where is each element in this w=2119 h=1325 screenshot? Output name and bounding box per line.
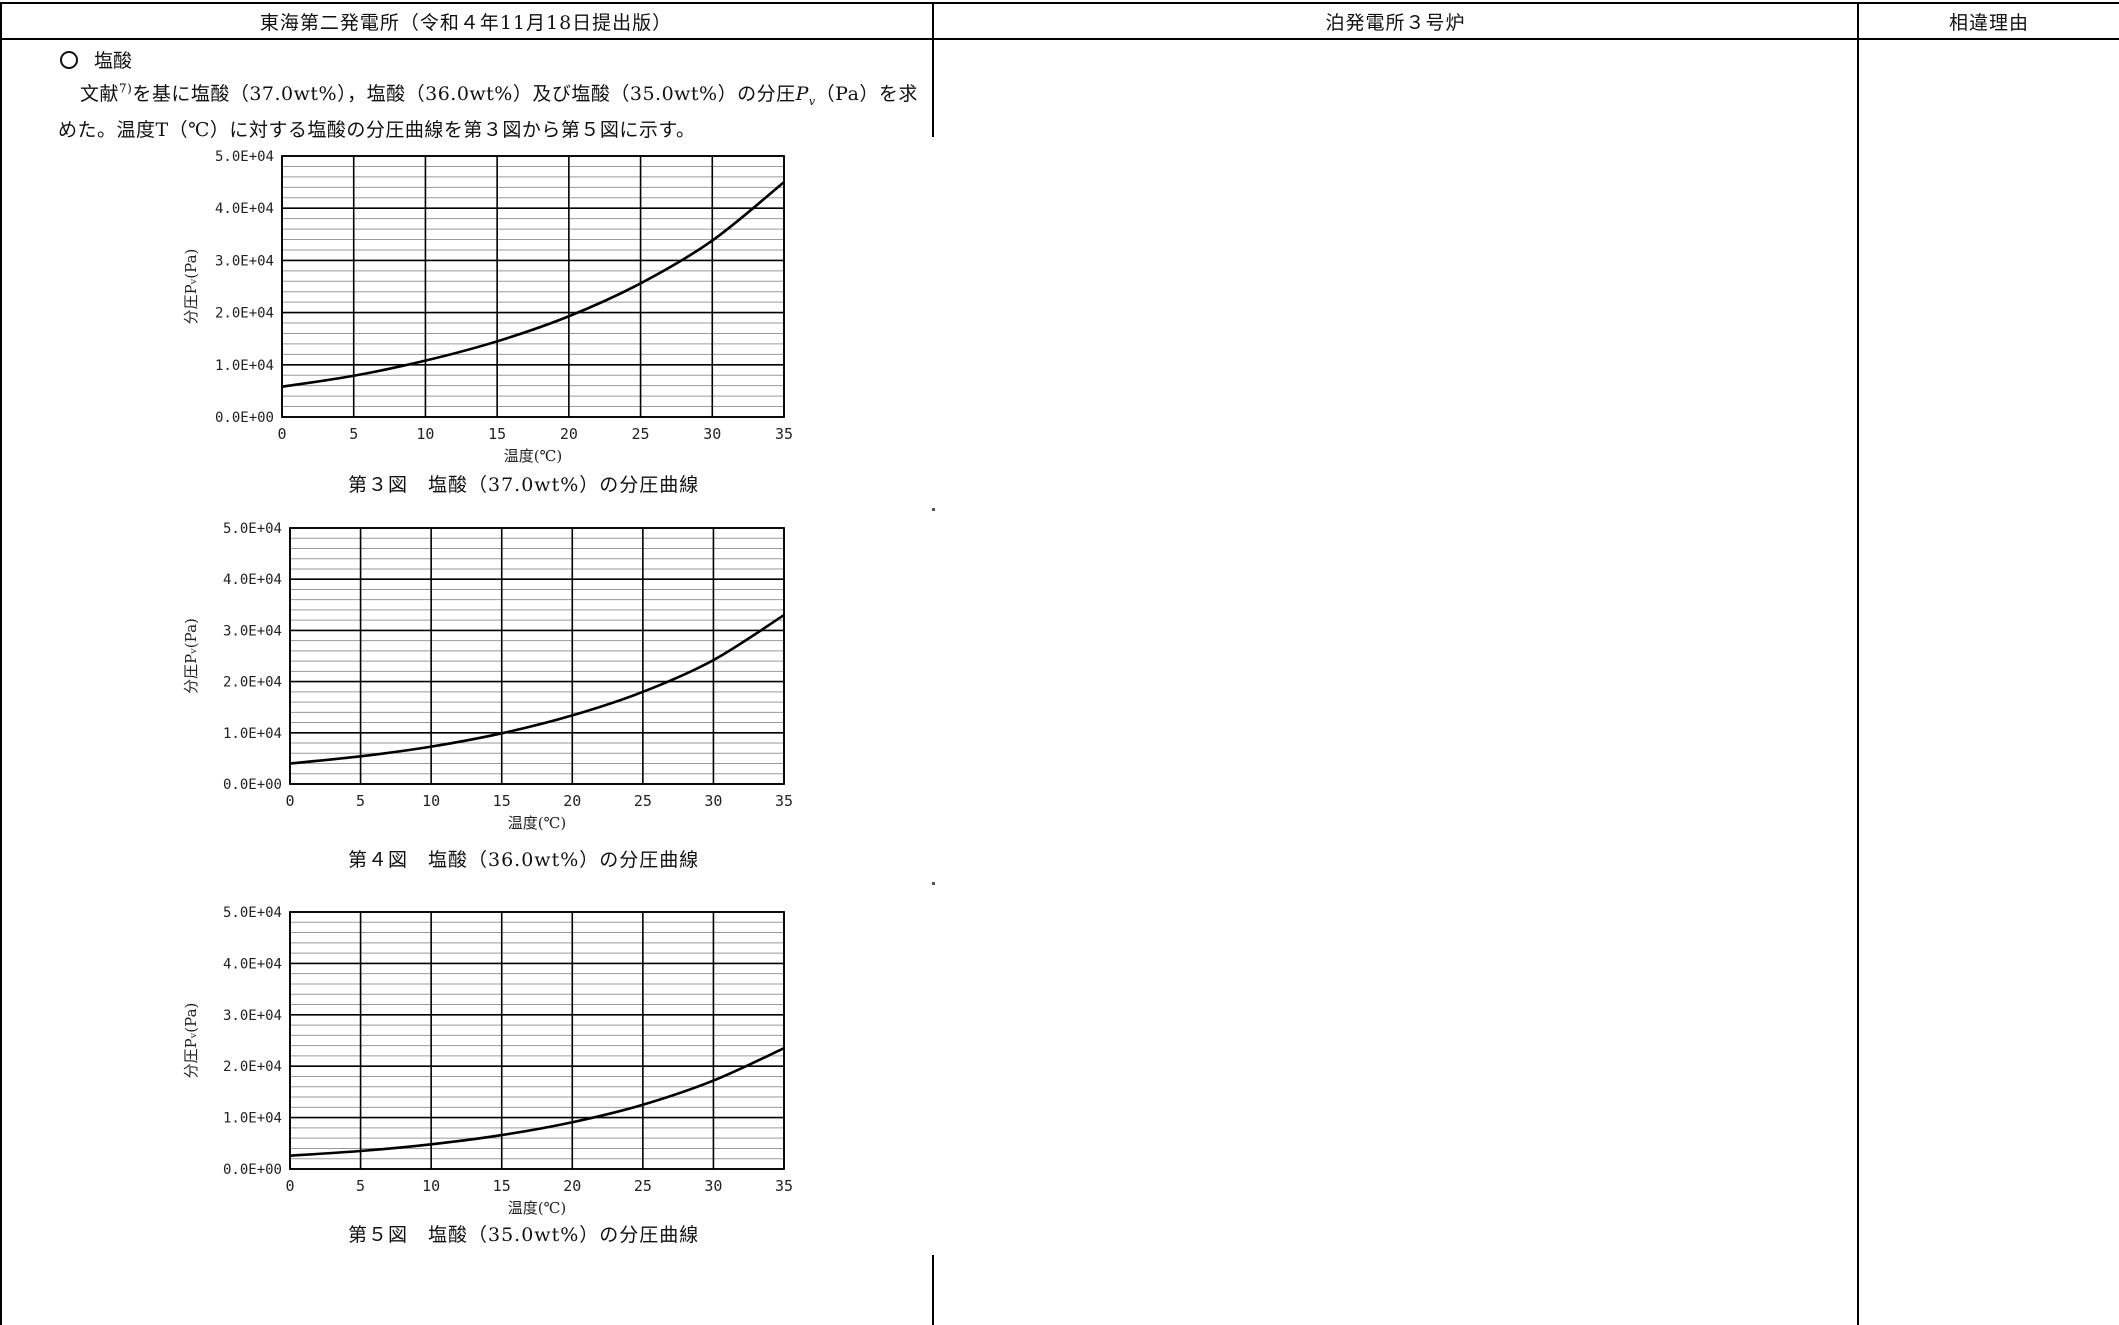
x-tick-label: 0 xyxy=(285,792,294,810)
table-left-border xyxy=(0,2,2,1325)
x-axis-label: 温度(℃) xyxy=(504,447,562,465)
figure-caption-5: 第５図 塩酸（35.0wt%）の分圧曲線 xyxy=(348,1224,700,1246)
section-heading-text: 塩酸 xyxy=(94,50,133,72)
section-heading: 塩酸 xyxy=(60,46,132,73)
x-tick-label: 10 xyxy=(416,425,434,443)
y-tick-label: 4.0E+04 xyxy=(215,201,274,217)
x-tick-label: 35 xyxy=(775,792,793,810)
x-tick-label: 5 xyxy=(349,425,358,443)
y-axis-label: 分圧Pᵥ(Pa) xyxy=(182,249,200,325)
y-tick-label: 2.0E+04 xyxy=(215,306,274,322)
x-axis-label: 温度(℃) xyxy=(508,814,566,832)
y-tick-label: 1.0E+04 xyxy=(223,1111,282,1127)
y-tick-label: 5.0E+04 xyxy=(223,521,282,537)
paragraph-text: 文献 xyxy=(80,83,120,105)
x-tick-label: 25 xyxy=(634,792,652,810)
y-tick-label: 0.0E+00 xyxy=(215,410,274,426)
series-line xyxy=(289,1047,785,1157)
x-tick-label: 0 xyxy=(285,1177,294,1195)
x-tick-label: 0 xyxy=(277,425,286,443)
series-line xyxy=(289,613,785,765)
y-tick-label: 1.0E+04 xyxy=(223,726,282,742)
column-divider-1 xyxy=(932,2,934,137)
x-tick-label: 5 xyxy=(356,1177,365,1195)
x-tick-label: 15 xyxy=(493,1177,511,1195)
circle-bullet-icon xyxy=(60,51,78,69)
column-divider-mark xyxy=(932,508,935,511)
y-tick-label: 5.0E+04 xyxy=(215,149,274,165)
partial-pressure-chart-35: 0.0E+00 1.0E+04 2.0E+04 3.0E+04 4.0E+04 5.0E+… xyxy=(182,905,793,1217)
paragraph-text: （Pa）を求 xyxy=(815,83,918,105)
y-tick-label: 0.0E+00 xyxy=(223,777,282,793)
header-bottom-border xyxy=(0,38,2119,40)
paragraph-text: を基に塩酸（37.0wt%），塩酸（36.0wt%）及び塩酸（35.0wt%）の… xyxy=(132,83,796,105)
header-cell-reason: 相違理由 xyxy=(1948,12,2029,34)
y-tick-label: 5.0E+04 xyxy=(223,905,282,921)
x-tick-label: 35 xyxy=(775,1177,793,1195)
x-tick-label: 30 xyxy=(704,1177,722,1195)
x-tick-label: 20 xyxy=(560,425,578,443)
y-axis-label: 分圧Pᵥ(Pa) xyxy=(182,618,200,694)
x-tick-label: 10 xyxy=(422,792,440,810)
column-divider-mark xyxy=(932,882,935,885)
x-axis-label: 温度(℃) xyxy=(508,1199,566,1217)
series-line xyxy=(281,181,785,389)
x-tick-label: 15 xyxy=(488,425,506,443)
x-tick-label: 30 xyxy=(703,425,721,443)
y-axis-label: 分圧Pᵥ(Pa) xyxy=(182,1003,200,1079)
x-tick-label: 5 xyxy=(356,792,365,810)
x-tick-label: 20 xyxy=(563,1177,581,1195)
variable-subscript: v xyxy=(808,94,816,108)
x-tick-label: 35 xyxy=(775,425,793,443)
x-tick-label: 25 xyxy=(632,425,650,443)
y-tick-label: 2.0E+04 xyxy=(223,1059,282,1075)
table-top-border xyxy=(0,2,2119,4)
paragraph-line-1: 文献7)を基に塩酸（37.0wt%），塩酸（36.0wt%）及び塩酸（35.0w… xyxy=(80,79,940,108)
y-tick-label: 4.0E+04 xyxy=(223,572,282,588)
y-tick-label: 0.0E+00 xyxy=(223,1162,282,1178)
column-divider-1-lower xyxy=(932,1255,934,1325)
partial-pressure-chart-36: 0.0E+00 1.0E+04 2.0E+04 3.0E+04 4.0E+04 5.0E+… xyxy=(182,521,793,832)
reference-superscript: 7) xyxy=(119,81,133,96)
x-tick-label: 30 xyxy=(704,792,722,810)
y-tick-label: 4.0E+04 xyxy=(223,956,282,972)
paragraph-line-2: めた。温度T（℃）に対する塩酸の分圧曲線を第３図から第５図に示す。 xyxy=(58,119,696,141)
x-tick-label: 15 xyxy=(493,792,511,810)
y-tick-label: 3.0E+04 xyxy=(223,1008,282,1024)
variable-symbol: P xyxy=(795,83,809,105)
x-tick-label: 20 xyxy=(563,792,581,810)
plot-area-frame xyxy=(289,527,785,785)
plot-area-frame xyxy=(289,911,785,1170)
column-divider-2 xyxy=(1857,2,1859,1325)
figure-caption-3: 第３図 塩酸（37.0wt%）の分圧曲線 xyxy=(348,474,700,496)
y-tick-label: 3.0E+04 xyxy=(215,253,274,269)
figure-caption-4: 第４図 塩酸（36.0wt%）の分圧曲線 xyxy=(348,849,700,871)
plot-area-frame xyxy=(281,155,785,418)
partial-pressure-chart-37: 0.0E+00 1.0E+04 2.0E+04 3.0E+04 4.0E+04 5.0E+… xyxy=(182,149,793,465)
y-tick-label: 3.0E+04 xyxy=(223,623,282,639)
y-tick-label: 1.0E+04 xyxy=(215,358,274,374)
header-cell-tokai: 東海第二発電所（令和４年11月18日提出版） xyxy=(259,12,673,34)
header-cell-tomari: 泊発電所３号炉 xyxy=(1325,12,1466,34)
y-tick-label: 2.0E+04 xyxy=(223,675,282,691)
x-tick-label: 10 xyxy=(422,1177,440,1195)
x-tick-label: 25 xyxy=(634,1177,652,1195)
